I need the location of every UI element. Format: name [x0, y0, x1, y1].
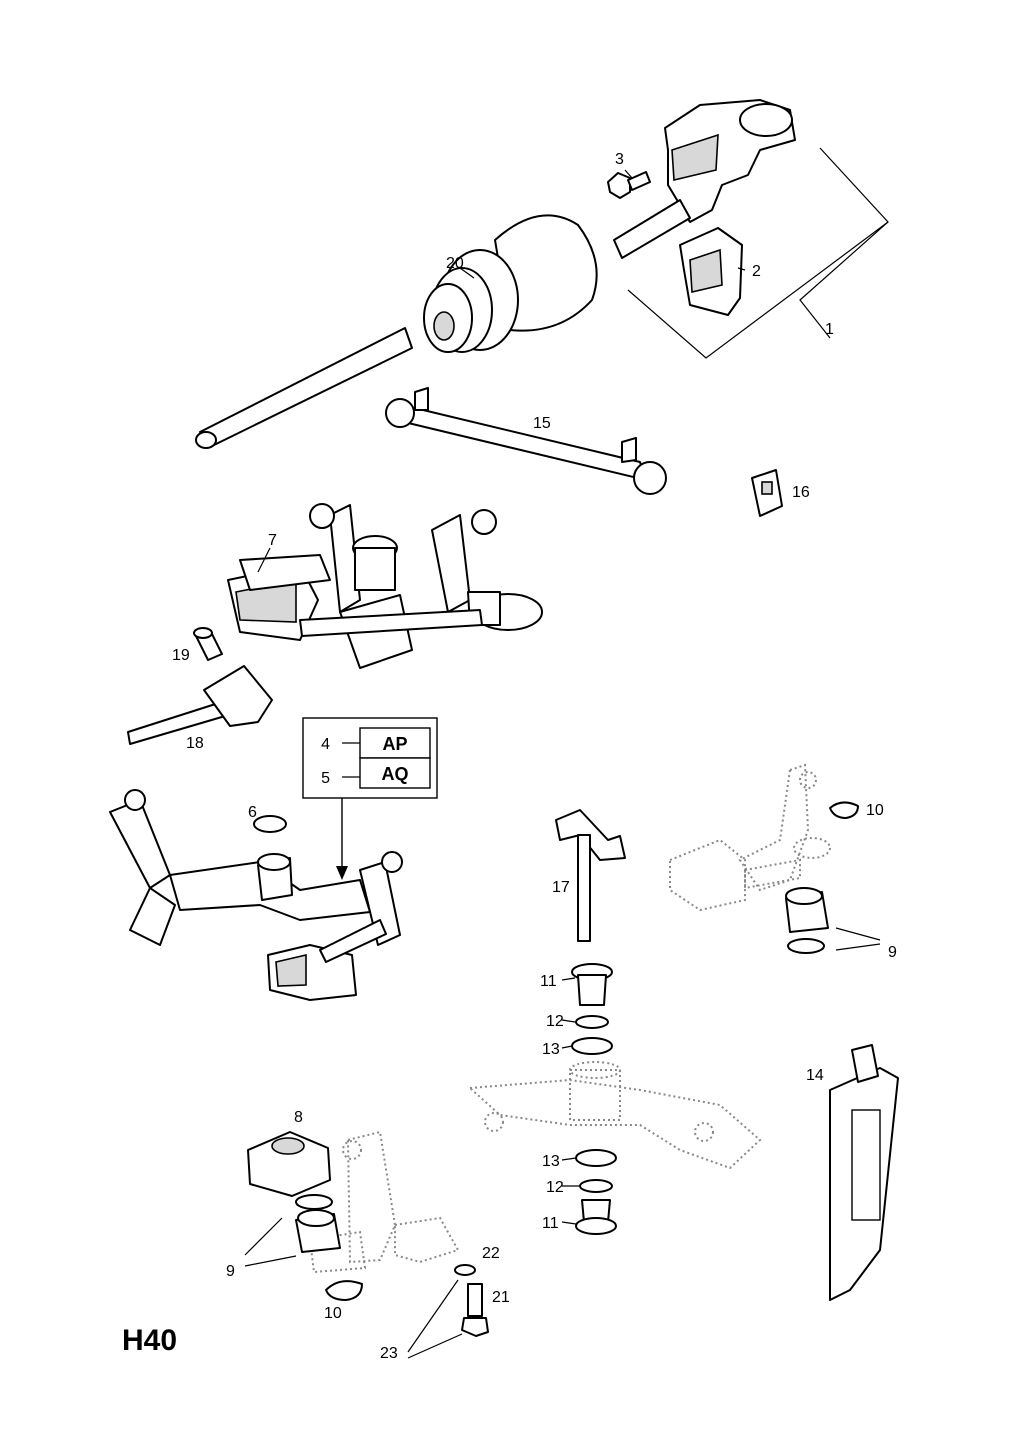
callout-12-lower: 12 — [546, 1179, 564, 1196]
part-17-bracket-pin — [555, 809, 626, 942]
part-10-circlip-upper — [829, 801, 859, 819]
callout-8: 8 — [294, 1109, 303, 1126]
part-21-bolt — [461, 1283, 489, 1337]
part-1-assembly-frame — [627, 147, 889, 359]
part-14-grease-tube — [829, 1044, 899, 1301]
variant-code-1: AP — [382, 734, 407, 754]
callout-19: 19 — [172, 647, 190, 664]
callout-10-upper: 10 — [866, 802, 884, 819]
callout-22: 22 — [482, 1245, 500, 1262]
leader-lines — [244, 169, 881, 1359]
shift-rod — [195, 327, 413, 449]
variant-selection-table: 4 5 AP AQ — [302, 717, 438, 880]
callout-11-upper: 11 — [540, 973, 557, 990]
part-4-5-shift-lever-assembly — [109, 789, 403, 1001]
callout-17: 17 — [552, 879, 570, 896]
ghost-lever-upper-right — [669, 763, 831, 912]
callout-7: 7 — [268, 532, 277, 549]
part-22-washer — [454, 1264, 476, 1276]
variant-number-1: 4 — [321, 736, 330, 753]
part-2-insert-block — [679, 227, 743, 316]
callout-15: 15 — [533, 415, 551, 432]
callout-13-lower: 13 — [542, 1153, 560, 1170]
callout-23: 23 — [380, 1345, 398, 1362]
callout-6: 6 — [248, 804, 257, 821]
part-6-ring — [253, 815, 287, 833]
callout-9-upper: 9 — [888, 944, 897, 961]
callout-13-upper: 13 — [542, 1041, 560, 1058]
callout-14: 14 — [806, 1067, 824, 1084]
part-20-gaiter-boot — [423, 214, 598, 353]
ghost-lever-lower — [308, 1130, 460, 1274]
callout-11-lower: 11 — [542, 1215, 559, 1232]
callout-1: 1 — [825, 321, 834, 338]
callout-16: 16 — [792, 484, 810, 501]
page-code: H40 — [122, 1324, 177, 1357]
part-1-shift-housing — [613, 99, 796, 259]
part-19-pin — [193, 627, 223, 661]
callout-3: 3 — [615, 151, 624, 168]
callout-20: 20 — [446, 255, 464, 272]
ghost-lever-middle — [467, 1061, 762, 1170]
part-10-circlip-lower — [325, 1280, 363, 1301]
bushing-stack-upper — [571, 963, 613, 1055]
variant-number-2: 5 — [321, 770, 330, 787]
part-18-fork-rod — [127, 665, 273, 745]
part-9-bush-lower — [295, 1194, 341, 1253]
callout-9-lower: 9 — [226, 1263, 235, 1280]
variant-code-2: AQ — [382, 764, 409, 784]
part-3-bolt — [607, 171, 651, 199]
part-7-selector-mechanism — [227, 503, 543, 669]
part-16-clip — [751, 469, 783, 517]
callout-21: 21 — [492, 1289, 510, 1306]
callout-labels: 1 2 3 20 15 16 7 19 18 6 10 17 9 11 12 1… — [172, 151, 897, 1362]
bushing-stack-lower — [575, 1149, 617, 1235]
callout-2: 2 — [752, 263, 761, 280]
part-8-rubber-cover — [247, 1131, 331, 1197]
part-9-bush-upper — [785, 887, 829, 954]
callout-12-upper: 12 — [546, 1013, 564, 1030]
part-15-connecting-link — [385, 387, 667, 495]
callout-10-lower: 10 — [324, 1305, 342, 1322]
callout-18: 18 — [186, 735, 204, 752]
